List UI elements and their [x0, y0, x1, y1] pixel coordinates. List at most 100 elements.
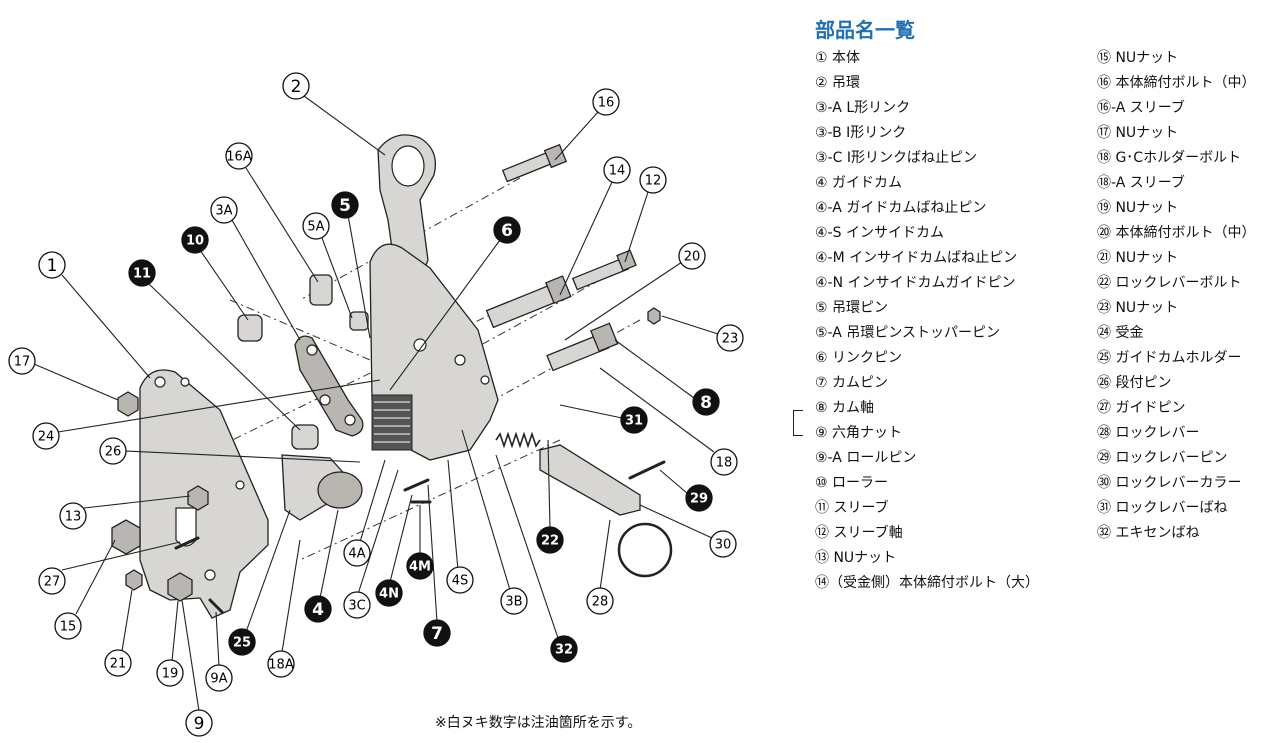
- callout-circle: [603, 156, 631, 184]
- part-item: ③-A L形リンク: [815, 100, 911, 116]
- callout-label: 8: [700, 393, 712, 413]
- callout-10: 10: [181, 226, 209, 254]
- callout-label: 17: [14, 355, 31, 370]
- exploded-parts-diagram: 123A16A5A5610111614122023831182930222832…: [8, 72, 744, 737]
- part-item: ⑳ 本体締付ボルト（中）: [1097, 225, 1256, 241]
- callout-7: 7: [423, 619, 451, 647]
- callout-circle: [550, 635, 578, 663]
- callout-label: 22: [541, 534, 559, 549]
- callout-label: 12: [645, 174, 662, 189]
- part-item: ⑱ G･Cホルダーボルト: [1097, 150, 1242, 166]
- sleeves: [237, 274, 369, 450]
- part-item: ③-C I形リンクばね止ピン: [815, 150, 977, 166]
- callout-4n: 4N: [375, 579, 403, 607]
- part-item: ㉗ ガイドピン: [1097, 400, 1186, 416]
- callout-circle: [228, 628, 256, 656]
- callout-4a: 4A: [343, 539, 371, 567]
- part-item: ⑧ カム軸: [815, 400, 875, 416]
- callout-circle: [423, 619, 451, 647]
- part-item: ⑯-A スリーブ: [1097, 100, 1185, 116]
- callout-label: 4M: [409, 560, 431, 575]
- part-item: ⑮ NUナット: [1097, 50, 1179, 66]
- callout-label: 24: [38, 430, 55, 445]
- callout-label: 9: [194, 714, 205, 734]
- part-item: ⑰ NUナット: [1097, 125, 1179, 141]
- jaw-teeth: [374, 401, 410, 443]
- callout-label: 19: [162, 667, 179, 682]
- callout-15: 15: [54, 612, 82, 640]
- callout-circle: [406, 552, 434, 580]
- callout-label: 18: [716, 456, 733, 471]
- callout-9a: 9A: [205, 664, 233, 692]
- callout-circle: [54, 612, 82, 640]
- body-hole: [204, 569, 216, 581]
- pair-bracket: [793, 410, 803, 436]
- callout-label: 14: [609, 164, 626, 179]
- callout-27: 27: [38, 567, 66, 595]
- part-item: ㉚ ロックレバーカラー: [1097, 475, 1242, 491]
- callout-circle: [716, 324, 744, 352]
- callout-1: 1: [38, 251, 66, 279]
- pins: [174, 460, 666, 614]
- callout-circle: [500, 587, 528, 615]
- body-half-hole: [413, 338, 427, 352]
- callout-label: 5: [339, 196, 351, 216]
- part-item: ⑯ 本体締付ボルト（中）: [1097, 75, 1256, 91]
- part-item: ㉑ NUナット: [1097, 250, 1179, 266]
- callout-label: 32: [555, 643, 573, 658]
- callout-circle: [446, 566, 474, 594]
- part-item: ⑱-A スリーブ: [1097, 175, 1185, 191]
- callout-11: 11: [128, 259, 156, 287]
- guide-cam: [317, 471, 363, 509]
- lubrication-note: ※白ヌキ数字は注油箇所を示す。: [435, 715, 642, 731]
- callout-label: 29: [690, 492, 708, 507]
- callout-label: 20: [684, 250, 701, 265]
- part-item: ㉖ 段付ピン: [1097, 375, 1172, 391]
- callout-18a: 18A: [267, 650, 295, 678]
- parts-list-title: 部品名一覧: [815, 18, 915, 42]
- part-item: ⑨-A ロールピン: [815, 450, 917, 466]
- callout-17: 17: [8, 347, 36, 375]
- part-item: ⑲ NUナット: [1097, 200, 1179, 216]
- callout-25: 25: [228, 628, 256, 656]
- bolt-12: [571, 249, 637, 291]
- callout-label: 13: [65, 510, 82, 525]
- callout-3c: 3C: [343, 591, 371, 619]
- part-item: ㉕ ガイドカムホルダー: [1097, 350, 1242, 366]
- callout-circle: [620, 406, 648, 434]
- callout-circle: [38, 567, 66, 595]
- l-link-hole: [319, 394, 331, 406]
- callout-6: 6: [493, 216, 521, 244]
- callout-circle: [185, 709, 213, 737]
- callout-circle: [304, 595, 332, 623]
- serrated-jaw: [371, 394, 413, 451]
- callout-4m: 4M: [406, 552, 434, 580]
- callout-4s: 4S: [446, 566, 474, 594]
- body-half-hole: [480, 375, 490, 385]
- parts-list-right: ⑮ NUナット ⑯ 本体締付ボルト（中） ⑯-A スリーブ ⑰ NUナット ⑱ …: [1097, 48, 1255, 548]
- callout-label: 5A: [307, 220, 324, 235]
- part-item: ③-B I形リンク: [815, 125, 907, 141]
- callout-label: 23: [722, 332, 739, 347]
- callout-circle: [104, 649, 132, 677]
- part-item: ① 本体: [815, 50, 861, 66]
- callout-21: 21: [104, 649, 132, 677]
- part-item: ㉔ 受金: [1097, 325, 1144, 341]
- callout-20: 20: [678, 242, 706, 270]
- callout-31: 31: [620, 406, 648, 434]
- callout-circle: [128, 259, 156, 287]
- callout-19: 19: [156, 659, 184, 687]
- part-item: ⑩ ローラー: [815, 475, 889, 491]
- part-item: ⑨ 六角ナット: [815, 425, 903, 441]
- callout-3a: 3A: [210, 196, 238, 224]
- callout-29: 29: [685, 484, 713, 512]
- callout-label: 6: [501, 221, 513, 241]
- eccentric-spring: [495, 431, 541, 449]
- part-item: ㉛ ロックレバーばね: [1097, 500, 1228, 516]
- callout-circle: [493, 216, 521, 244]
- callout-23: 23: [716, 324, 744, 352]
- callout-3b: 3B: [500, 587, 528, 615]
- part-item: ⑦ カムピン: [815, 375, 889, 391]
- callout-28: 28: [586, 587, 614, 615]
- part-item: ④-N インサイドカムガイドピン: [815, 275, 1016, 291]
